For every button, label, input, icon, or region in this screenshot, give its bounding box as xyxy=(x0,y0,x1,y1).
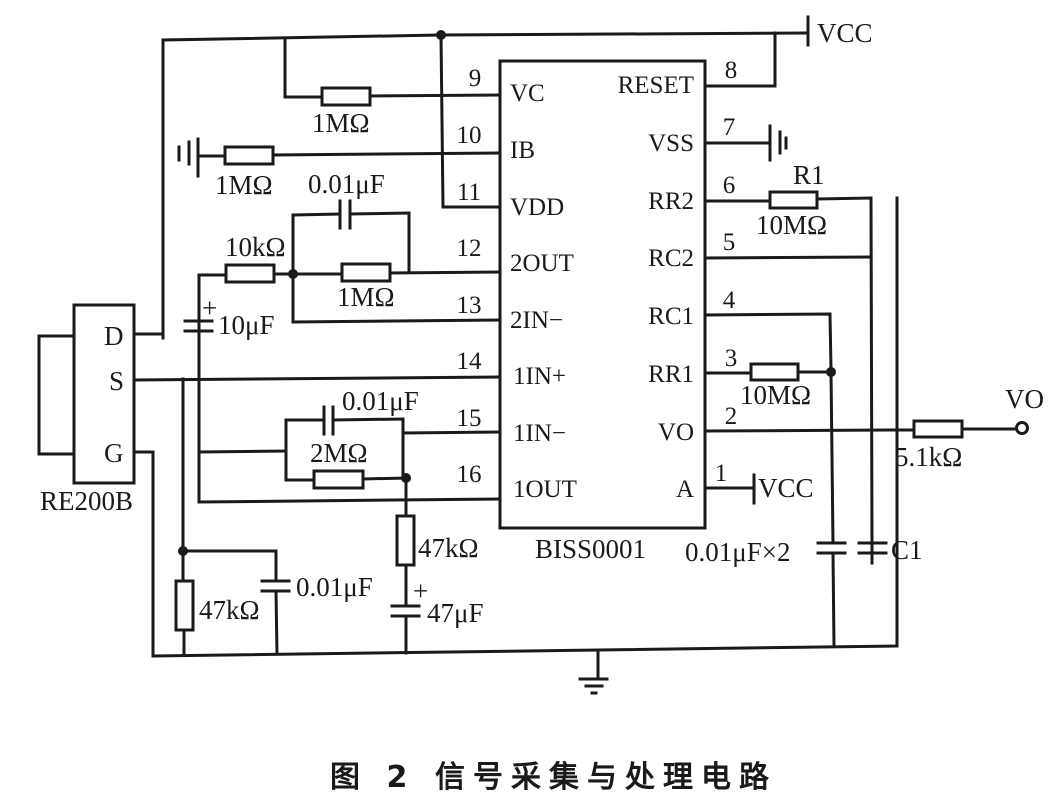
ib-resistor-branch: 1MΩ xyxy=(177,137,502,200)
ic-left-pin-names: VC IB VDD 2OUT 2IN− 1IN+ 1IN− 1OUT xyxy=(510,80,577,503)
ic-body xyxy=(498,59,707,530)
sensor-re200b: D S G RE200B xyxy=(37,303,502,658)
vcc-top-label: VCC xyxy=(817,18,873,48)
cap-1in-label: 0.01μF xyxy=(342,386,419,416)
pin-name-7: VSS xyxy=(648,130,694,157)
pin-num-14: 14 xyxy=(457,348,483,375)
resistor-rr1-label: 10MΩ xyxy=(740,380,811,410)
second-stage-feedback: 0.01μF 10kΩ 1MΩ xyxy=(197,169,502,334)
pin-name-2: VO xyxy=(658,419,694,446)
figure-caption: 图 2 信号采集与处理电路 xyxy=(330,760,777,795)
sensor-pin-s: S xyxy=(109,366,124,396)
pin-name-15: 1IN− xyxy=(513,420,566,447)
resistor-rr1 xyxy=(749,362,800,382)
pin-num-8: 8 xyxy=(725,57,738,84)
resistor-10k-label: 10kΩ xyxy=(225,232,286,262)
pin-num-15: 15 xyxy=(457,405,482,432)
coupling-capacitor-10u: + 10μF xyxy=(183,293,502,504)
cap-c1-label: C1 xyxy=(891,535,923,565)
vss-ground xyxy=(703,124,788,162)
pin-num-4: 4 xyxy=(723,287,736,314)
pin-name-8: RESET xyxy=(618,72,694,99)
pin-num-1: 1 xyxy=(715,460,728,487)
output-network: 5.1kΩ VO xyxy=(703,384,1044,472)
pin-num-3: 3 xyxy=(725,345,738,372)
sensor-name: RE200B xyxy=(40,486,133,516)
pin-num-6: 6 xyxy=(723,172,736,199)
sensor-body xyxy=(72,303,136,485)
vcc-pin-a-label: VCC xyxy=(758,473,814,503)
resistor-output-label: 5.1kΩ xyxy=(895,442,962,472)
timer1-network: 10MΩ xyxy=(703,312,836,545)
timing-capacitors: 0.01μF×2 C1 xyxy=(685,535,923,648)
pin-name-9: VC xyxy=(510,80,545,107)
resistor-vc xyxy=(320,86,372,107)
r1-value: 10MΩ xyxy=(756,210,827,240)
ic-left-pin-numbers: 9 10 11 12 13 14 15 16 xyxy=(457,65,483,488)
resistor-2m xyxy=(312,469,365,490)
vcc-rail: VCC xyxy=(161,15,873,340)
resistor-2m-label: 2MΩ xyxy=(310,438,368,468)
pin-num-9: 9 xyxy=(469,65,482,92)
pin-name-11: VDD xyxy=(510,194,564,221)
vc-resistor-branch: 1MΩ xyxy=(283,36,502,138)
sensor-pin-g: G xyxy=(104,438,124,468)
pin-num-16: 16 xyxy=(457,461,482,488)
output-terminal-icon xyxy=(1015,421,1029,435)
first-stage-feedback: 0.01μF 2MΩ 47kΩ + 47μF xyxy=(284,386,502,655)
cap-timing-label: 0.01μF×2 xyxy=(685,537,790,567)
resistor-r1 xyxy=(768,190,819,210)
ground-rail xyxy=(151,196,899,695)
pin-num-11: 11 xyxy=(457,179,481,206)
pin-a-vcc: VCC xyxy=(703,473,814,505)
cap-2out-label: 0.01μF xyxy=(308,169,385,199)
caption-number: 图 2 xyxy=(330,760,415,795)
resistor-47k-left-label: 47kΩ xyxy=(199,595,260,625)
cap-bypass-label: 0.01μF xyxy=(296,572,373,602)
r1-name: R1 xyxy=(793,160,825,190)
ic-right-pin-names: RESET VSS RR2 RC2 RC1 RR1 VO A xyxy=(618,72,694,503)
pin-name-3: RR1 xyxy=(648,361,694,388)
ic-right-pin-numbers: 8 7 6 5 4 3 2 1 xyxy=(715,57,738,487)
resistor-output xyxy=(912,419,964,439)
pin-num-5: 5 xyxy=(723,229,736,256)
resistor-2out-fb-label: 1MΩ xyxy=(337,282,395,312)
pin-name-16: 1OUT xyxy=(513,476,577,503)
pin-name-14: 1IN+ xyxy=(513,363,566,390)
resistor-2out-fb xyxy=(340,262,392,283)
pin-num-7: 7 xyxy=(723,114,736,141)
resistor-47k-right-label: 47kΩ xyxy=(418,533,479,563)
timer2-network: R1 10MΩ xyxy=(703,160,874,565)
resistor-vc-label: 1MΩ xyxy=(312,108,370,138)
pin-num-10: 10 xyxy=(457,122,482,149)
pin-name-6: RR2 xyxy=(648,188,694,215)
pin-name-4: RC1 xyxy=(648,303,694,330)
ic-name: BISS0001 xyxy=(535,534,646,564)
resistor-ib-label: 1MΩ xyxy=(215,170,273,200)
resistor-ib xyxy=(223,145,275,166)
sensor-pin-d: D xyxy=(104,321,124,351)
resistor-10k xyxy=(224,263,276,284)
cap-10u-plus: + xyxy=(202,293,217,323)
pin-name-5: RC2 xyxy=(648,245,694,272)
pin-name-1: A xyxy=(676,476,694,503)
cap-47u-plus: + xyxy=(413,576,428,606)
resistor-47k-right xyxy=(395,514,416,567)
source-bias-network: 0.01μF 47kΩ xyxy=(174,377,373,657)
cap-10u-label: 10μF xyxy=(218,310,275,340)
pin-num-2: 2 xyxy=(725,403,738,430)
caption-title: 信号采集与处理电路 xyxy=(435,760,777,795)
pin-num-12: 12 xyxy=(457,235,482,262)
cap-47u-label: 47μF xyxy=(427,598,484,628)
resistor-47k-left xyxy=(174,579,195,632)
pin-name-12: 2OUT xyxy=(510,250,574,277)
pin-name-13: 2IN− xyxy=(510,307,563,334)
pin-num-13: 13 xyxy=(457,292,482,319)
output-label: VO xyxy=(1005,384,1044,414)
pin-name-10: IB xyxy=(510,137,535,164)
